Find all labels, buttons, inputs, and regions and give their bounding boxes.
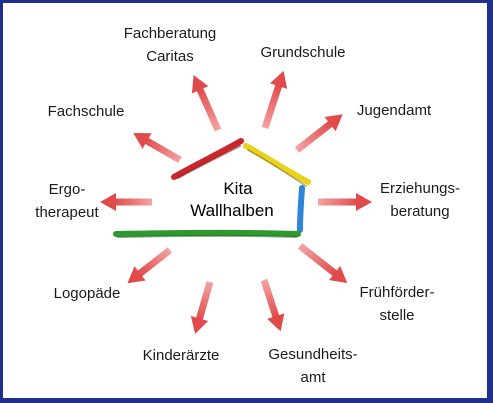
roof-left-stroke-shadow xyxy=(177,145,241,179)
partner-labels: Fachberatung Caritas Grundschule Jugenda… xyxy=(35,25,460,386)
wall-right-stroke xyxy=(297,185,305,233)
center-label-line1: Kita xyxy=(223,179,253,198)
label-erziehungsberatung-line2: beratung xyxy=(390,203,449,220)
label-jugendamt: Jugendamt xyxy=(357,102,432,119)
arrow-logopaede xyxy=(127,247,173,284)
label-ergotherapeut-line1: Ergo- xyxy=(49,181,86,198)
arrow-ergotherapeut xyxy=(100,193,152,211)
label-fachberatung-line2: Caritas xyxy=(146,48,194,65)
center-label-line2: Wallhalben xyxy=(190,201,273,220)
label-gesundheitsamt-line1: Gesundheits- xyxy=(268,346,357,363)
floor-stroke-shadow xyxy=(117,234,297,238)
label-gesundheitsamt-line2: amt xyxy=(300,369,326,386)
arrow-jugendamt xyxy=(294,114,343,153)
arrows xyxy=(100,70,372,334)
arrow-fachschule xyxy=(133,133,182,164)
roof-left-stroke xyxy=(171,138,244,180)
arrow-grundschule xyxy=(261,70,288,130)
roof-right-stroke xyxy=(243,143,311,185)
label-erziehungsberatung-line1: Erziehungs- xyxy=(380,180,460,197)
label-logopaede: Logopäde xyxy=(54,285,121,302)
label-fachschule: Fachschule xyxy=(48,103,125,120)
label-fachberatung-line1: Fachberatung xyxy=(124,25,217,42)
house-drawing xyxy=(113,138,311,238)
arrow-fachberatung xyxy=(191,75,222,132)
arrow-gesundheitsamt xyxy=(260,278,285,332)
label-kinderaerzte: Kinderärzte xyxy=(143,347,220,364)
label-fruehfoerderstelle-line2: stelle xyxy=(379,307,414,324)
label-ergotherapeut-line2: therapeut xyxy=(35,204,99,221)
arrow-fruehfoerderstelle xyxy=(297,243,348,283)
label-fruehfoerderstelle-line1: Frühförder- xyxy=(359,284,434,301)
arrow-erziehungsberatung xyxy=(318,193,372,211)
floor-stroke xyxy=(113,229,301,237)
arrow-kinderaerzte xyxy=(190,281,214,334)
roof-right-stroke-edge xyxy=(247,149,307,187)
label-grundschule: Grundschule xyxy=(260,44,345,61)
